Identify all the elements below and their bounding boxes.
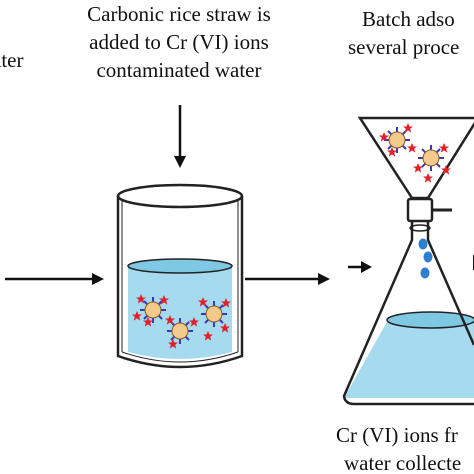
arrow-into-flask xyxy=(348,261,372,273)
left-label: ater s xyxy=(0,46,23,102)
step3-label-line-1: Batch adso xyxy=(362,7,455,31)
step4-label: Cr (VI) ions fr water collecte xyxy=(336,421,461,474)
filtrate-drops xyxy=(418,238,433,279)
conical-flask-icon xyxy=(342,197,474,406)
arrow-down-to-beaker xyxy=(174,105,186,168)
step3-label-line-2: several proce xyxy=(348,35,460,59)
step4-label-line-2: water collecte xyxy=(344,451,462,474)
water-drop xyxy=(418,238,428,250)
left-label-line-1: ater xyxy=(0,48,24,72)
arrow-beaker-to-flask xyxy=(245,273,330,285)
step2-label: Carbonic rice straw is added to Cr (VI) … xyxy=(54,0,304,84)
step2-label-line-2: added to Cr (VI) ions xyxy=(89,30,269,54)
step4-label-line-1: Cr (VI) ions fr xyxy=(336,423,458,447)
water-drop xyxy=(420,267,430,279)
step2-label-line-3: contaminated water xyxy=(96,58,262,82)
water-drop xyxy=(423,251,433,263)
step2-label-line-1: Carbonic rice straw is xyxy=(87,2,271,26)
arrow-into-beaker xyxy=(5,273,104,285)
step3-label: Batch adso several proce xyxy=(348,5,459,61)
